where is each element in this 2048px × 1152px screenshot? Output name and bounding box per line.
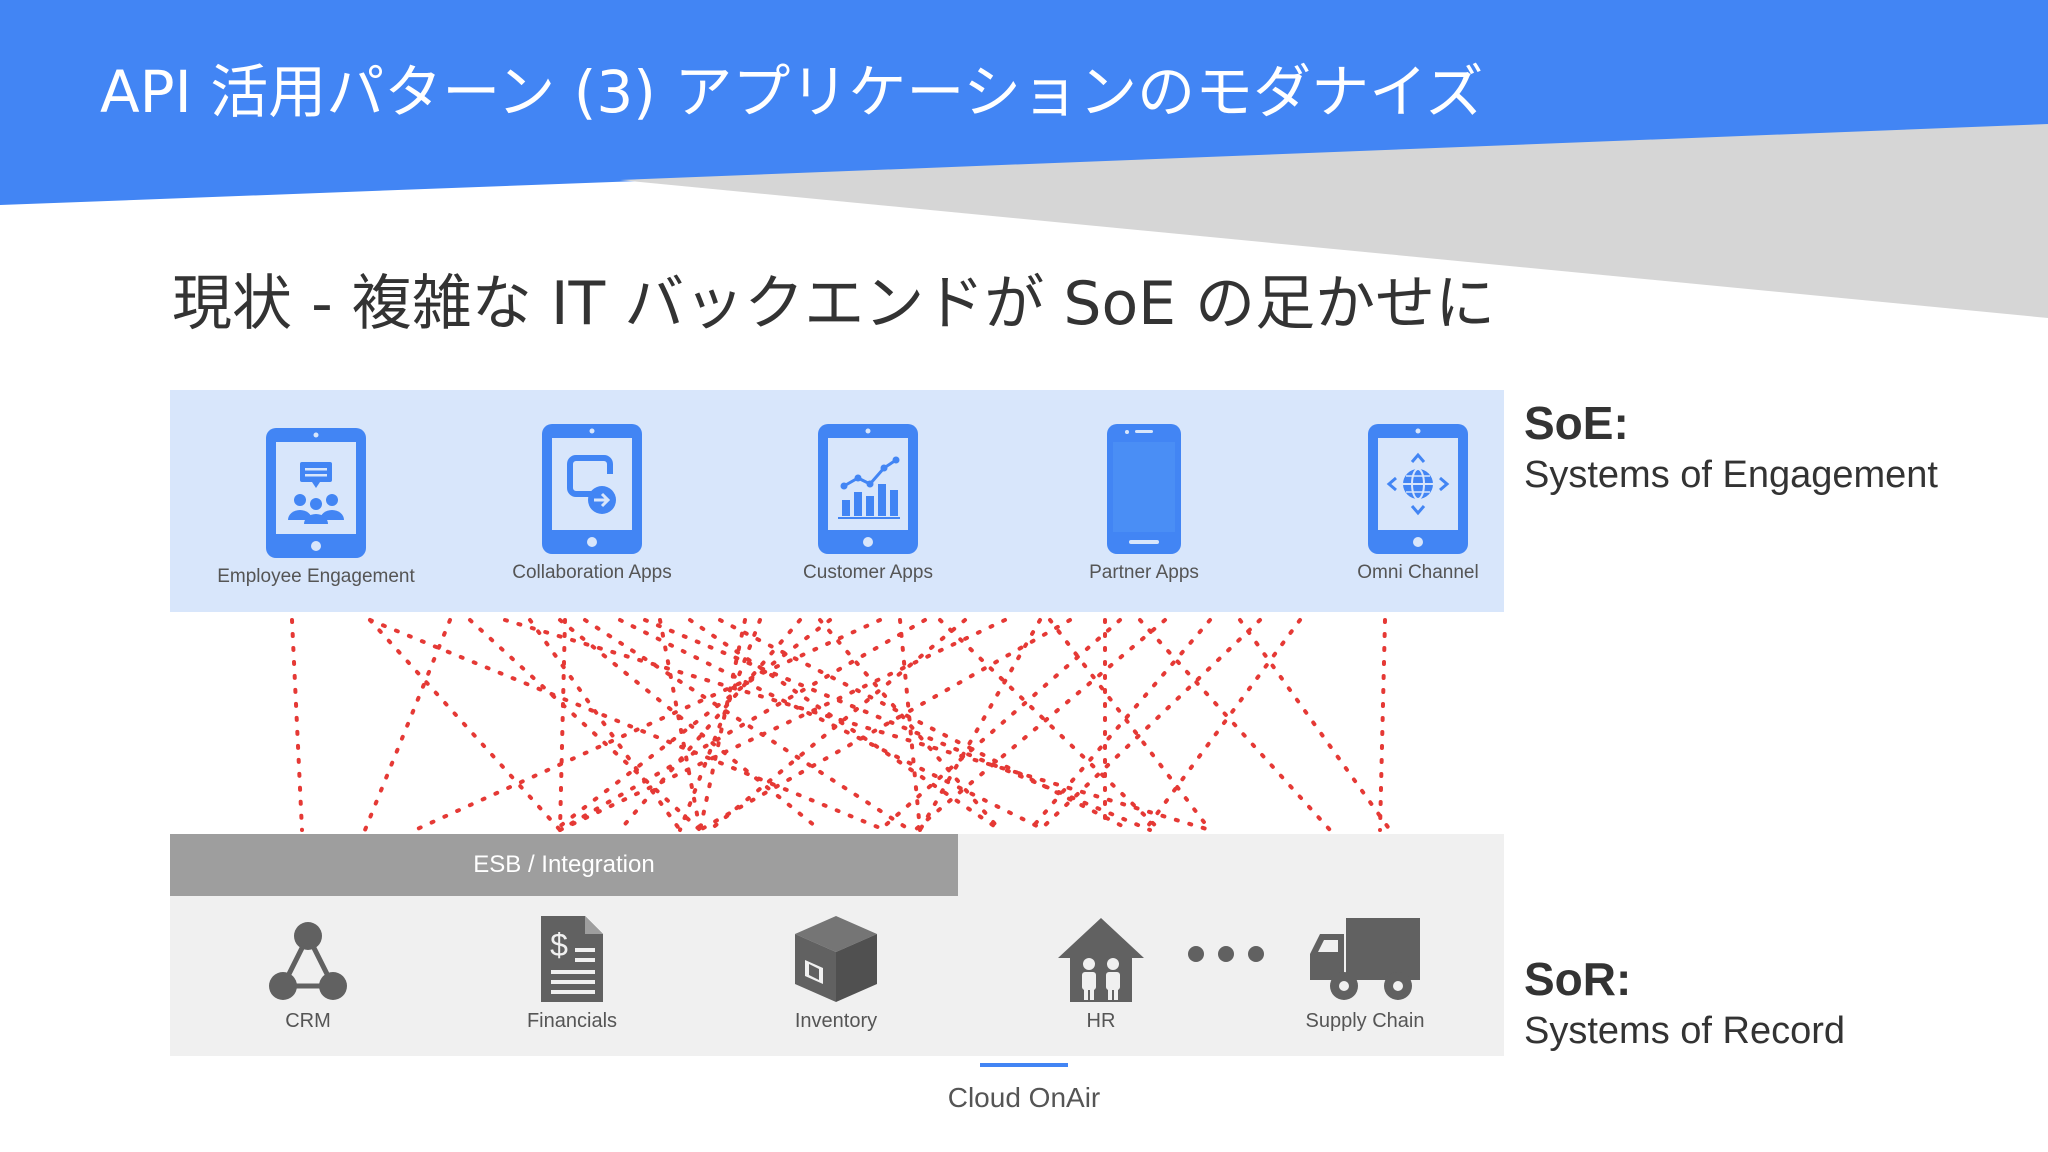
footer-brand: Cloud OnAir — [947, 1082, 1101, 1113]
app-employee-engagement: Employee Engagement — [176, 426, 456, 588]
system-financials: $ Financials — [462, 914, 682, 1033]
tablet-chart-icon — [818, 424, 918, 554]
soe-description: Systems of Engagement — [1524, 454, 1938, 496]
app-label: Omni Channel — [1357, 562, 1479, 583]
system-crm: CRM — [198, 920, 418, 1033]
app-omni-channel: Omni Channel — [1278, 422, 1558, 584]
sor-description: Systems of Record — [1524, 1010, 1845, 1052]
header-banner — [0, 0, 2048, 318]
app-customer: Customer Apps — [728, 422, 1008, 584]
sor-heading: SoR: — [1524, 953, 1632, 1005]
slide-title: API 活用パターン (3) アプリケーションのモダナイズ — [100, 58, 1484, 126]
system-inventory: Inventory — [726, 914, 946, 1033]
app-label: Employee Engagement — [217, 566, 415, 587]
sor-panel: ESB / Integration CRM $ Financials — [170, 834, 1504, 1056]
app-collaboration: Collaboration Apps — [452, 422, 732, 584]
app-label: Partner Apps — [1089, 562, 1199, 583]
dollar-document-icon: $ — [541, 916, 603, 1002]
truck-icon — [1310, 918, 1420, 1000]
system-label: Supply Chain — [1305, 1010, 1425, 1032]
system-label: CRM — [285, 1010, 331, 1032]
system-label: Financials — [526, 1010, 618, 1032]
tablet-people-chat-icon — [266, 428, 366, 558]
box-icon — [795, 916, 877, 1002]
footer-accent-line — [980, 1063, 1068, 1067]
slide-subtitle: 現状 - 複雑な IT バックエンドが SoE の足かせに — [172, 269, 1496, 339]
more-ellipsis-icon — [1188, 946, 1264, 962]
tablet-globe-icon — [1368, 424, 1468, 554]
soe-heading: SoE: — [1524, 397, 1629, 449]
app-label: Collaboration Apps — [512, 562, 672, 583]
house-people-icon — [1058, 918, 1144, 1002]
system-label: Inventory — [794, 1010, 878, 1032]
app-label: Customer Apps — [803, 562, 933, 583]
svg-text:$: $ — [550, 927, 568, 963]
tablet-share-arrow-icon — [542, 424, 642, 554]
network-nodes-icon — [269, 922, 347, 1000]
soe-panel: Employee Engagement Collaboration Apps — [170, 390, 1504, 612]
esb-integration-bar: ESB / Integration — [170, 834, 958, 896]
system-label: HR — [1086, 1010, 1116, 1032]
phone-icon — [1107, 424, 1181, 554]
app-partner: Partner Apps — [1004, 422, 1284, 584]
system-hr: HR — [991, 914, 1211, 1033]
system-supply-chain: Supply Chain — [1255, 914, 1475, 1033]
